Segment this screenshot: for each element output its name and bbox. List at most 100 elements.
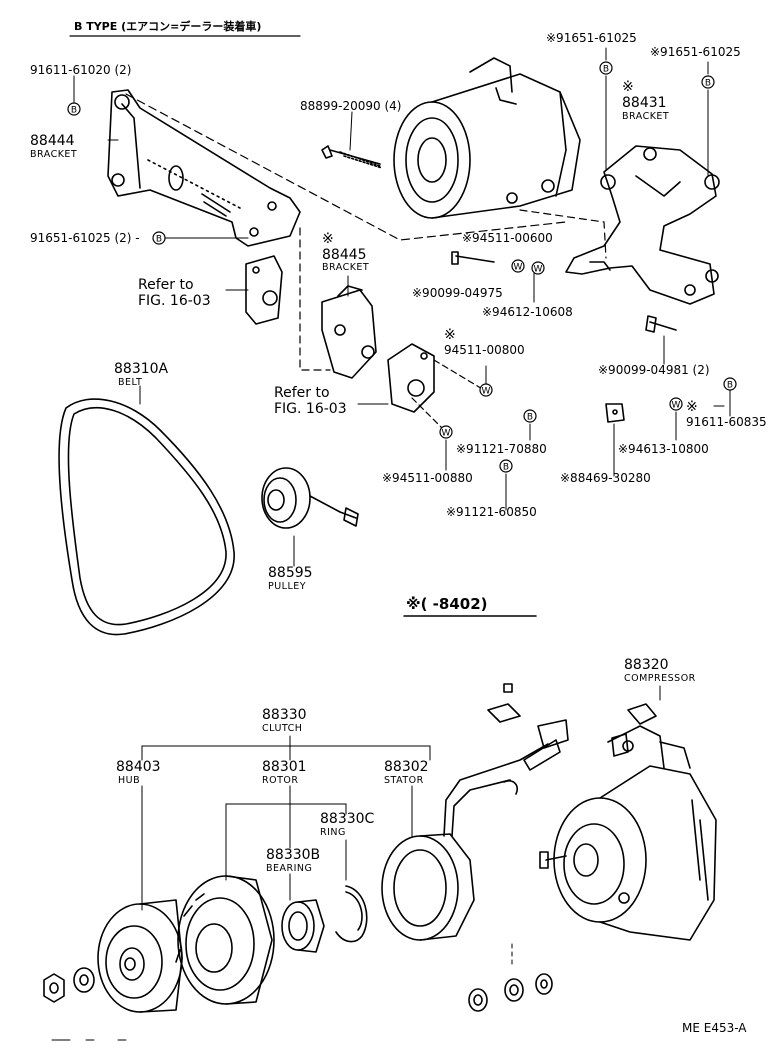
svg-text:B: B [503, 463, 509, 473]
leader-dashed-2 [299, 227, 331, 371]
bolt-symbol: B [599, 61, 613, 75]
svg-text:B: B [527, 413, 533, 423]
svg-text:W: W [534, 265, 543, 275]
part-88595: 88595 [268, 565, 313, 581]
svg-text:B: B [727, 381, 733, 391]
ring-label: RING [320, 827, 346, 838]
leader-dashed-4 [433, 359, 485, 391]
gasket-plate-2 [387, 343, 435, 413]
part-90099-04975: ※90099-04975 [412, 286, 503, 300]
clutch-bracket-lines [141, 685, 661, 911]
stator-88302 [381, 719, 569, 941]
belt-88310a [58, 398, 235, 636]
bolt-88899 [321, 145, 383, 169]
bolt-symbol: B [523, 409, 537, 423]
bracket-88445-label: BRACKET [322, 262, 370, 273]
svg-text:B: B [603, 65, 609, 75]
part-88445: 88445 [322, 247, 367, 263]
part-88469-30280: ※88469-30280 [560, 471, 651, 485]
svg-text:W: W [514, 263, 523, 273]
rotor-88301 [175, 875, 275, 1005]
part-94612-10608: ※94612-10608 [482, 305, 573, 319]
svg-text:B: B [71, 106, 77, 116]
compressor-upper-drawing [393, 57, 581, 219]
part-94613-10800: ※94613-10800 [618, 442, 709, 456]
part-88403: 88403 [116, 759, 161, 775]
bolt-symbol: B [152, 231, 166, 245]
part-88310a: 88310A [114, 361, 169, 377]
part-88330: 88330 [262, 707, 307, 723]
leader-dashed-3 [519, 209, 607, 259]
part-91651-61025-b: ※91651-61025 [650, 45, 741, 59]
star-91611-60835: ※ [686, 399, 698, 415]
bolt-symbol: B [499, 459, 513, 473]
belt-label: BELT [118, 377, 143, 388]
clip-88469 [605, 403, 625, 423]
bracket-88431-drawing [565, 145, 720, 305]
part-94511-00880: ※94511-00880 [382, 471, 473, 485]
bracket-88444-drawing [107, 89, 301, 247]
range-note: ※( -8402) [406, 595, 488, 613]
figure-code: ME E453-A [682, 1021, 747, 1035]
part-91611-61020: 91611-61020 (2) [30, 63, 132, 77]
fig-16-03-2: FIG. 16-03 [274, 401, 347, 417]
bolt-94511-00600 [451, 251, 495, 265]
part-88444: 88444 [30, 133, 75, 149]
part-88899-20090: 88899-20090 (4) [300, 99, 402, 113]
part-88330c: 88330C [320, 811, 375, 827]
washer-symbol: W [439, 425, 453, 439]
bolt-symbol: B [67, 102, 81, 116]
part-91121-70880: ※91121-70880 [456, 442, 547, 456]
pulley-88595 [261, 467, 359, 529]
washer-symbol: W [669, 397, 683, 411]
svg-text:B: B [705, 79, 711, 89]
part-88431: 88431 [622, 95, 667, 111]
rotor-label: ROTOR [262, 775, 299, 786]
part-88330b: 88330B [266, 847, 321, 863]
part-91651-61025-a: ※91651-61025 [546, 31, 637, 45]
star-88431: ※ [622, 79, 634, 95]
nuts-washers [43, 943, 553, 1012]
star-88445: ※ [322, 231, 334, 247]
pulley-label: PULLEY [268, 581, 307, 592]
washer-symbol: W [531, 261, 545, 275]
svg-text:W: W [672, 401, 681, 411]
fig-16-03-1: FIG. 16-03 [138, 293, 211, 309]
bracket-88431-label: BRACKET [622, 111, 670, 122]
refer-to-1: Refer to [138, 277, 194, 293]
bolt-symbol: B [701, 75, 715, 89]
refer-to-2: Refer to [274, 385, 330, 401]
part-91121-60850: ※91121-60850 [446, 505, 537, 519]
bearing-88330b [281, 899, 325, 953]
washer-symbol: W [511, 259, 525, 273]
bolt-90099-04981 [645, 315, 677, 333]
svg-text:W: W [482, 387, 491, 397]
leader-lines [73, 47, 731, 567]
header-type-label: B TYPE (エアコン=デーラー装着車) [74, 20, 262, 33]
svg-text:W: W [442, 429, 451, 439]
compressor-88320-drawing [539, 703, 717, 941]
clutch-label: CLUTCH [262, 723, 303, 734]
compressor-label: COMPRESSOR [624, 673, 696, 684]
part-91611-60835: 91611-60835 [686, 415, 767, 429]
part-90099-04981: ※90099-04981 (2) [598, 363, 710, 377]
connector-bolt-small [487, 683, 521, 723]
part-88301: 88301 [262, 759, 307, 775]
ring-88330c [335, 885, 368, 943]
part-88302: 88302 [384, 759, 429, 775]
bolt-symbol: B [723, 377, 737, 391]
bracket-88444-label: BRACKET [30, 149, 78, 160]
washer-symbol: W [479, 383, 493, 397]
star-94511-00800: ※ [444, 327, 456, 343]
part-94511-00800: 94511-00800 [444, 343, 525, 357]
part-91651-61025-2: 91651-61025 (2) - [30, 231, 140, 245]
gasket-plate-1 [245, 255, 283, 325]
stator-label: STATOR [384, 775, 424, 786]
part-94511-00600: ※94511-00600 [462, 231, 553, 245]
bearing-label: BEARING [266, 863, 313, 874]
leader-dashed-1 [125, 93, 567, 241]
leader-dashed-5 [411, 397, 445, 431]
